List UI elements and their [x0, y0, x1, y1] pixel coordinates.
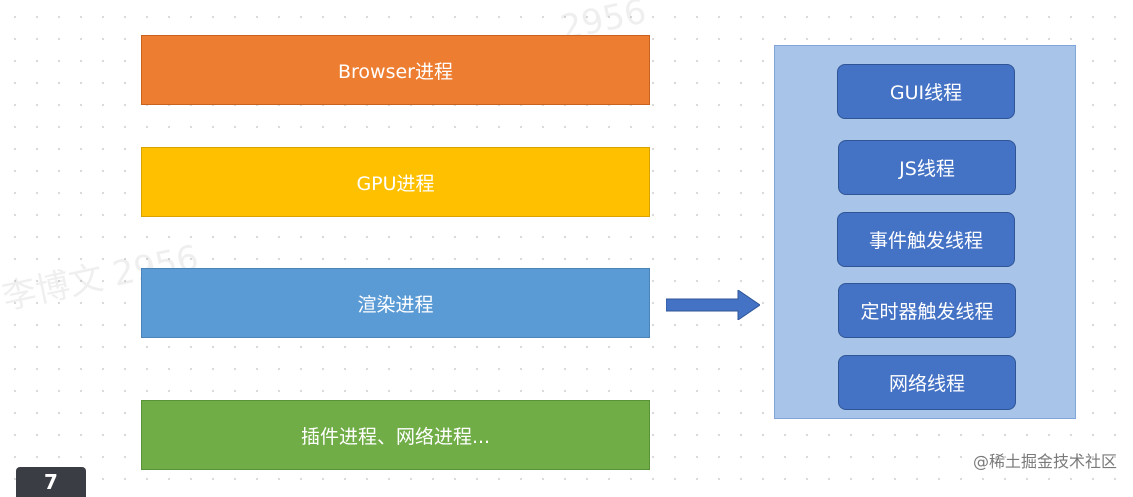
gpu-process-bar: GPU进程 [141, 147, 650, 217]
event-thread-box: 事件触发线程 [837, 212, 1015, 267]
page-number-tab[interactable]: 7 [16, 467, 86, 497]
render-threads-panel: GUI线程 JS线程 事件触发线程 定时器触发线程 网络线程 [774, 45, 1076, 419]
gpu-process-label: GPU进程 [356, 172, 435, 195]
timer-thread-box: 定时器触发线程 [838, 283, 1016, 338]
browser-process-bar: Browser进程 [141, 35, 650, 105]
js-thread-label: JS线程 [899, 158, 955, 180]
js-thread-box: JS线程 [838, 140, 1016, 195]
browser-process-label: Browser进程 [338, 60, 453, 83]
source-credit: @稀土掘金技术社区 [972, 452, 1117, 471]
plugin-process-label: 插件进程、网络进程... [300, 425, 491, 448]
network-thread-label: 网络线程 [888, 373, 965, 395]
network-thread-box: 网络线程 [838, 355, 1016, 410]
right-arrow-icon [666, 290, 760, 320]
event-thread-label: 事件触发线程 [868, 230, 983, 252]
render-process-bar: 渲染进程 [141, 268, 650, 338]
gui-thread-label: GUI线程 [889, 82, 963, 104]
timer-thread-label: 定时器触发线程 [860, 301, 994, 323]
plugin-process-bar: 插件进程、网络进程... [141, 400, 650, 470]
gui-thread-box: GUI线程 [837, 64, 1015, 119]
render-process-label: 渲染进程 [357, 293, 434, 316]
